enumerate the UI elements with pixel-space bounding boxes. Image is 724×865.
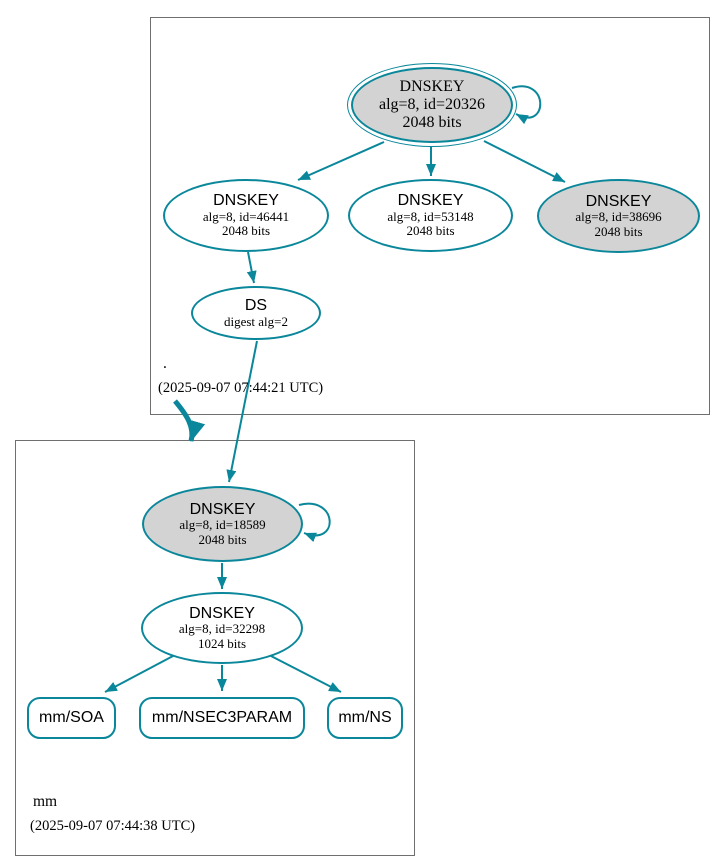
dnskey-20326-node[interactable]: DNSKEY alg=8, id=20326 2048 bits [347,63,517,147]
node-detail: alg=8, id=46441 [202,208,290,224]
dnskey-38696-node[interactable]: DNSKEY alg=8, id=38696 2048 bits [537,179,700,253]
node-detail: 2048 bits [402,114,462,131]
root-zone-cluster [150,17,710,415]
dnskey-18589-node[interactable]: DNSKEY alg=8, id=18589 2048 bits [142,486,303,562]
node-title: DNSKEY [399,78,465,95]
node-detail: 2048 bits [198,531,247,547]
rrset-label: mm/SOA [39,709,104,726]
node-detail: alg=8, id=20326 [378,96,486,113]
dnskey-46441-node[interactable]: DNSKEY alg=8, id=46441 2048 bits [163,179,329,252]
node-title: DNSKEY [397,192,464,209]
node-detail: alg=8, id=38696 [575,209,662,225]
dnskey-20326-inner-ring: DNSKEY alg=8, id=20326 2048 bits [351,67,513,143]
ds-node[interactable]: DS digest alg=2 [191,286,321,340]
node-detail: 2048 bits [221,223,271,239]
dnskey-32298-node[interactable]: DNSKEY alg=8, id=32298 1024 bits [141,592,303,664]
node-title: DNSKEY [189,500,256,518]
rrset-mm-soa[interactable]: mm/SOA [27,697,116,739]
rrset-label: mm/NSEC3PARAM [151,709,293,726]
mm-zone-cluster [15,440,415,856]
node-detail: digest alg=2 [223,313,289,329]
rrset-label: mm/NS [338,709,392,726]
node-title: DNSKEY [585,192,652,210]
root-zone-timestamp: (2025-09-07 07:44:21 UTC) [158,380,324,396]
dnskey-53148-node[interactable]: DNSKEY alg=8, id=53148 2048 bits [348,179,513,252]
node-title: DNSKEY [189,604,255,622]
rrset-mm-nsec3param[interactable]: mm/NSEC3PARAM [139,697,305,739]
node-detail: 2048 bits [594,223,643,239]
rrset-mm-ns[interactable]: mm/NS [327,697,403,739]
node-title: DS [244,296,268,314]
node-detail: alg=8, id=32298 [178,621,266,637]
node-detail: 2048 bits [406,223,455,239]
node-title: DNSKEY [213,192,279,209]
node-detail: alg=8, id=53148 [387,208,474,224]
mm-zone-timestamp: (2025-09-07 07:44:38 UTC) [30,818,196,834]
mm-zone-label: mm [33,793,58,810]
root-zone-label: . [163,355,167,372]
node-detail: 1024 bits [197,635,247,651]
node-detail: alg=8, id=18589 [179,517,266,533]
